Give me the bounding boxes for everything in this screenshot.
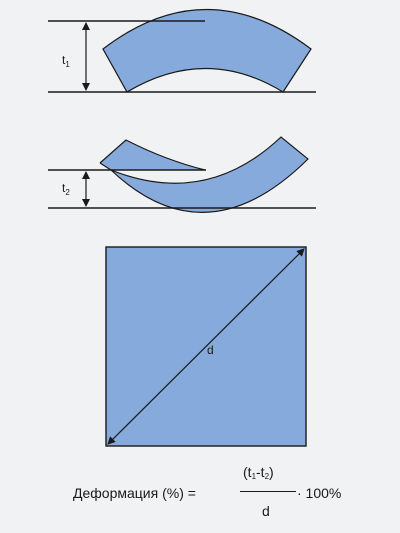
square-section: d (105, 246, 307, 447)
top-section: t1 (48, 8, 316, 93)
formula-rhs: · 100% (297, 485, 342, 501)
t2-label: t2 (62, 181, 70, 197)
formula-fraction-line (240, 491, 296, 492)
formula-lhs: Деформация (%) = (73, 485, 196, 501)
formula-numerator: (t1-t2) (243, 464, 274, 481)
middle-section: t2 (48, 136, 316, 213)
deformation-formula: Деформация (%) = (t1-t2) d · 100% (0, 452, 400, 522)
top-curved-sample (102, 8, 312, 93)
t1-label: t1 (62, 53, 70, 69)
middle-curved-sample (100, 137, 308, 213)
formula-denominator: d (262, 503, 270, 519)
diagonal-label: d (207, 343, 214, 357)
middle-sample-outline (99, 136, 309, 213)
diagonal-dimension-arrow (107, 248, 305, 445)
